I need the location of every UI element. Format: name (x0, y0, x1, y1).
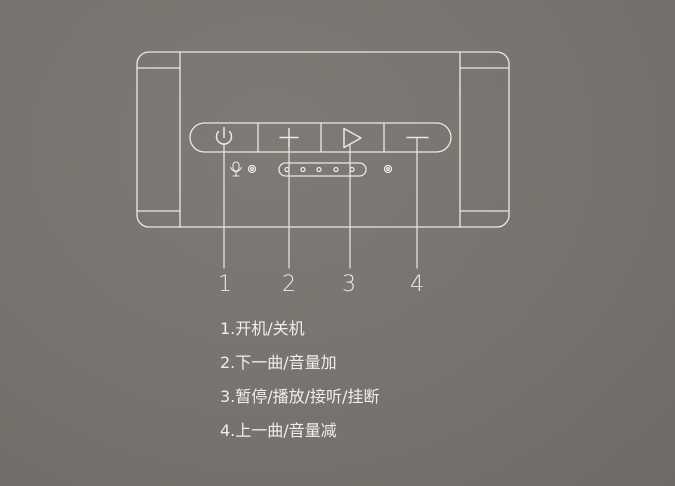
mic-status-dot-inner (250, 167, 254, 171)
callout-number-2: 2 (282, 272, 296, 297)
button-legend: 1.开机/关机 2.下一曲/音量加 3.暂停/播放/接听/挂断 4.上一曲/音量… (220, 312, 379, 448)
status-light-inner (386, 167, 390, 171)
play-icon[interactable] (343, 127, 362, 149)
legend-item-3: 3.暂停/播放/接听/挂断 (220, 387, 380, 406)
plus-icon[interactable] (279, 127, 299, 148)
power-icon[interactable] (215, 126, 233, 145)
callout-number-4: 4 (410, 272, 424, 297)
callout-number-3: 3 (342, 272, 356, 297)
speaker-body (136, 51, 510, 228)
callout-number-1: 1 (218, 272, 232, 297)
mic-status-dot (247, 164, 257, 174)
legend-item-2: 2.下一曲/音量加 (220, 353, 337, 372)
legend-item-1: 1.开机/关机 (220, 319, 305, 338)
microphone-icon (229, 161, 243, 177)
led-indicator-strip (278, 162, 367, 177)
button-panel (189, 122, 452, 153)
legend-item-4: 4.上一曲/音量减 (220, 421, 337, 440)
status-light (383, 164, 393, 174)
leader-lines (223, 137, 418, 269)
